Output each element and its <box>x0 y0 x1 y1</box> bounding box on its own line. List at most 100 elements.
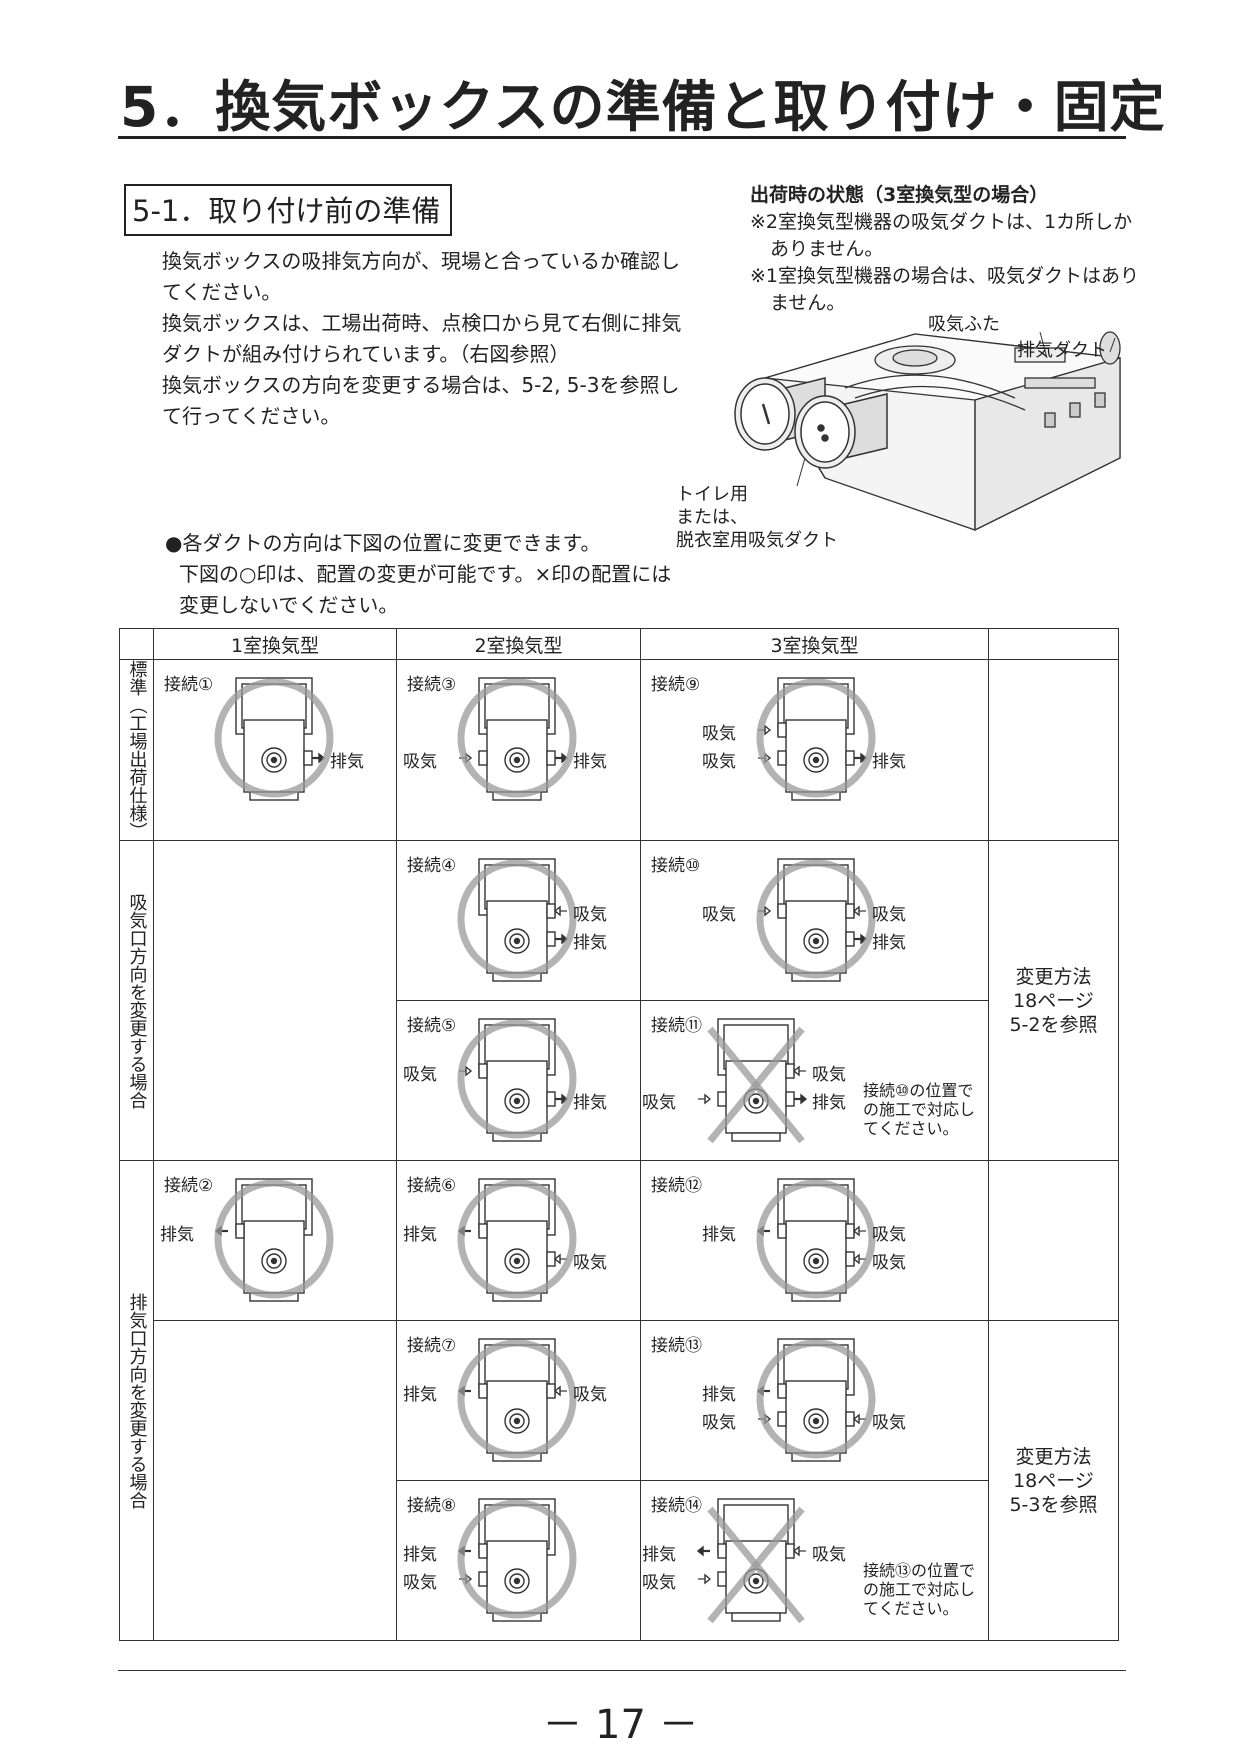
toilet-label: トイレ用 <box>676 484 748 505</box>
connection-cell: 接続④ 吸気排気 <box>396 840 641 1001</box>
lid-label: 吸気ふた <box>928 314 1000 335</box>
construction-note-line: てください。 <box>863 1599 959 1618</box>
intake-label: 吸気 <box>642 1573 676 1593</box>
header-3room: 3室換気型 <box>640 628 989 660</box>
exhaust-label: 排気 <box>403 1545 437 1565</box>
header-1room: 1室換気型 <box>153 628 397 660</box>
ok-circle-diagram <box>214 1178 334 1302</box>
connection-cell: 接続⑥ 排気吸気 <box>396 1160 641 1321</box>
connection-cell: 接続① 排気 <box>153 659 397 841</box>
method-line: 5-3を参照 <box>1009 1493 1098 1516</box>
method-line: 18ページ <box>1013 1469 1094 1492</box>
connection-label: 接続⑩ <box>651 856 701 876</box>
ok-circle-diagram <box>756 1178 876 1302</box>
connection-label: 接続⑬ <box>651 1336 702 1356</box>
header-2room: 2室換気型 <box>396 628 641 660</box>
shipping-title: 出荷時の状態（3室換気型の場合） <box>750 184 1049 206</box>
connection-label: 接続⑪ <box>651 1016 702 1036</box>
table-header-row: 1室換気型 2室換気型 3室換気型 <box>119 628 1119 660</box>
ok-circle-diagram <box>457 1498 577 1622</box>
method-line: 変更方法 <box>1015 965 1092 988</box>
method-intake: 変更方法 18ページ 5-2を参照 <box>988 840 1119 1161</box>
section-heading: 5-1．取り付け前の準備 <box>124 184 453 236</box>
connection-label: 接続③ <box>407 675 457 695</box>
empty-cell <box>988 1160 1119 1321</box>
intake-label: 吸気 <box>872 1225 906 1245</box>
connection-label: 接続⑥ <box>407 1176 457 1196</box>
intake-label: 吸気 <box>403 752 437 772</box>
ng-cross-diagram <box>696 1498 806 1624</box>
exhaust-label: 排気 <box>160 1225 194 1245</box>
method-line: 5-2を参照 <box>1009 1013 1098 1036</box>
direction-note: ●各ダクトの方向は下図の位置に変更できます。 下図の○印は、配置の変更が可能です… <box>165 528 685 621</box>
connection-label: 接続⑧ <box>407 1496 457 1516</box>
intake-label: 吸気 <box>573 1385 607 1405</box>
exhaust-duct-label: 排気ダクト <box>1017 340 1107 361</box>
exhaust-label: 排気 <box>403 1225 437 1245</box>
intake-label: 吸気 <box>702 724 736 744</box>
method-line: 変更方法 <box>1015 1445 1092 1468</box>
connection-label: 接続⑫ <box>651 1176 702 1196</box>
intake-label: 吸気 <box>702 752 736 772</box>
empty-cell <box>988 659 1119 841</box>
connection-cell: 接続⑦ 排気 吸気 <box>396 1320 641 1481</box>
shipping-note: ※2室換気型機器の吸気ダクトは、1カ所しかありません。 <box>750 211 1133 260</box>
page-number: － 17 － <box>542 1702 699 1748</box>
connection-label: 接続① <box>164 675 214 695</box>
title-rule <box>118 136 1126 139</box>
exhaust-label: 排気 <box>872 933 906 953</box>
exhaust-label: 排気 <box>573 1093 607 1113</box>
footer-rule <box>118 1670 1126 1672</box>
connection-label: 接続⑨ <box>651 675 701 695</box>
intro-text: 換気ボックスの吸排気方向が、現場と合っているか確認してください。 換気ボックスは… <box>162 246 682 432</box>
table-header-corner <box>119 628 154 660</box>
exhaust-label: 排気 <box>573 933 607 953</box>
intake-label: 吸気 <box>573 1253 607 1273</box>
shipping-state-block: 出荷時の状態（3室換気型の場合） ※2室換気型機器の吸気ダクトは、1カ所しかあり… <box>750 182 1140 317</box>
ok-circle-diagram <box>214 677 334 801</box>
intake-label: 吸気 <box>812 1065 846 1085</box>
construction-note: 接続⑩の位置での施工で対応してください。 <box>863 1081 975 1138</box>
ok-circle-diagram <box>457 1338 577 1462</box>
direction-note-line: ●各ダクトの方向は下図の位置に変更できます。 <box>165 531 601 555</box>
intake-label: 吸気 <box>403 1065 437 1085</box>
ok-circle-diagram <box>457 677 577 801</box>
exhaust-label: 排気 <box>702 1225 736 1245</box>
ok-circle-diagram <box>756 858 876 982</box>
ok-circle-diagram <box>756 1338 876 1462</box>
intake-label: 吸気 <box>702 1413 736 1433</box>
toilet-label: または、 <box>676 507 748 528</box>
intake-label: 吸気 <box>872 905 906 925</box>
connection-label: 接続④ <box>407 856 457 876</box>
intake-label: 吸気 <box>872 1413 906 1433</box>
construction-note-line: の施工で対応し <box>863 1580 976 1599</box>
ok-circle-diagram <box>457 1018 577 1142</box>
connection-label: 接続⑦ <box>407 1336 457 1356</box>
intake-label: 吸気 <box>642 1093 676 1113</box>
intake-label: 吸気 <box>573 905 607 925</box>
page-title: 5．換気ボックスの準備と取り付け・固定 <box>120 75 1166 139</box>
method-line: 18ページ <box>1013 989 1094 1012</box>
row-label-intake: 吸気口方向を変更する場合 <box>119 840 154 1161</box>
ventilation-box-illustration <box>734 331 1121 532</box>
exhaust-label: 排気 <box>330 752 364 772</box>
empty-cell <box>153 840 397 1161</box>
exhaust-label: 排気 <box>812 1093 846 1113</box>
empty-cell <box>153 1320 397 1641</box>
exhaust-label: 排気 <box>573 752 607 772</box>
construction-note-line: 接続⑩の位置で <box>863 1081 974 1100</box>
construction-note-line: てください。 <box>863 1119 959 1138</box>
exhaust-label: 排気 <box>702 1385 736 1405</box>
exhaust-label: 排気 <box>403 1385 437 1405</box>
